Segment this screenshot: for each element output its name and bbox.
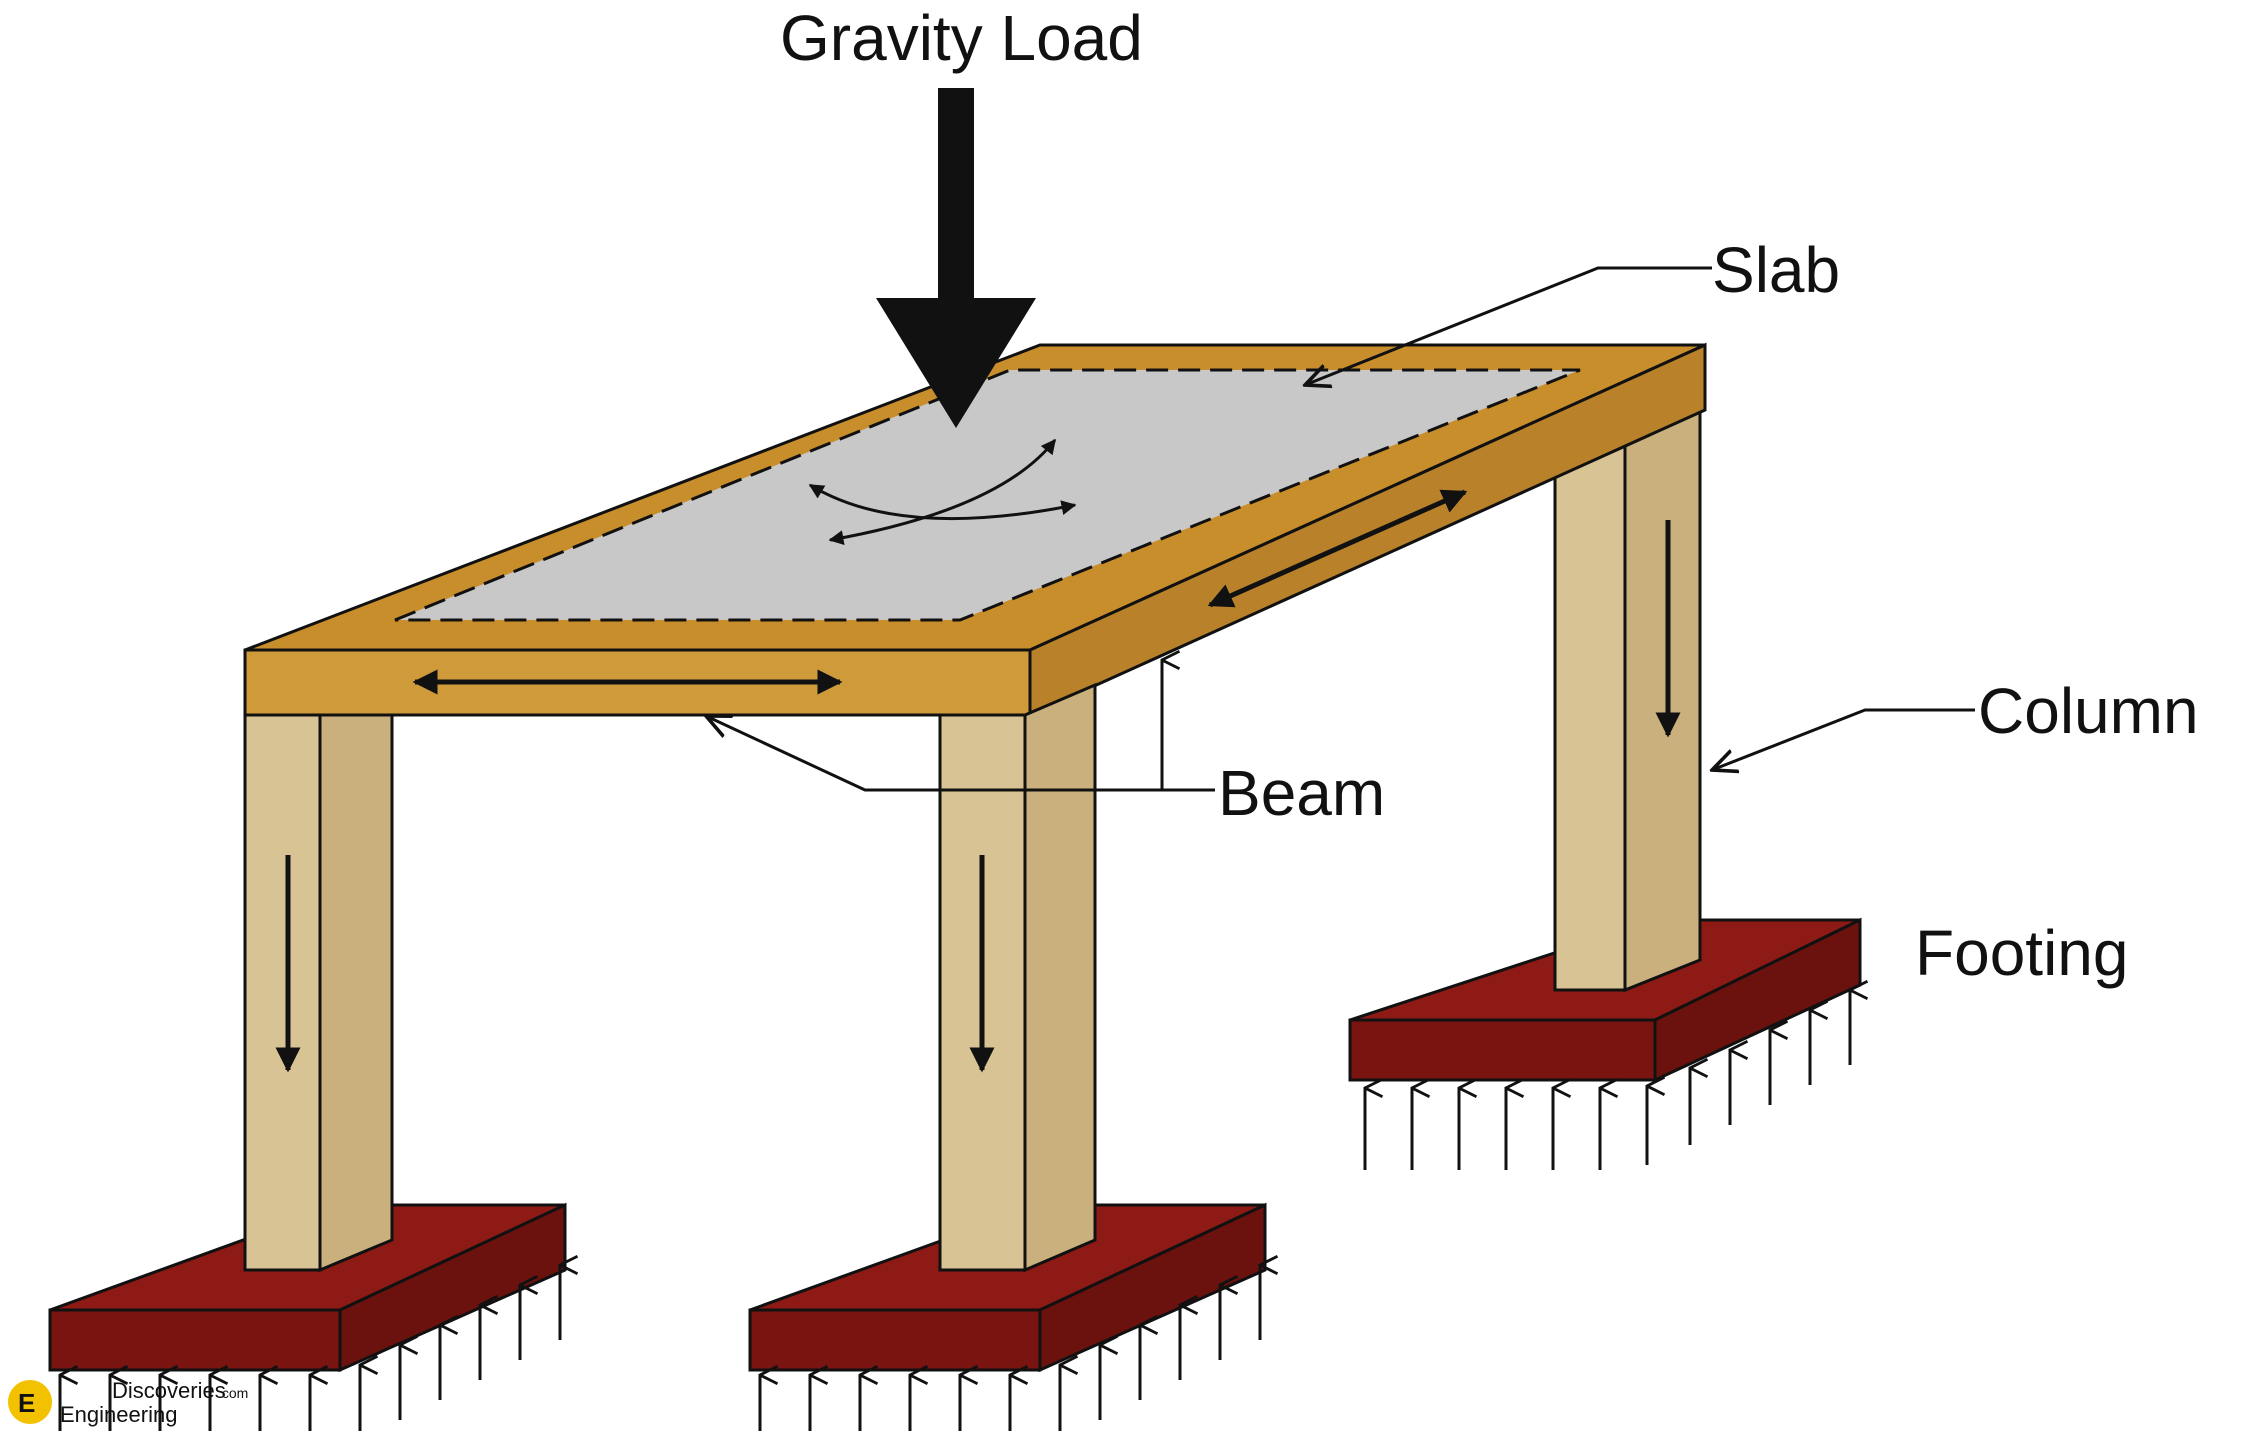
watermark-suffix: .com xyxy=(218,1385,248,1401)
svg-text:E: E xyxy=(18,1388,35,1418)
beam-side-double-arrow xyxy=(1207,489,1468,608)
footing-reaction-arrows-back-right xyxy=(1365,990,1850,1170)
column-leader xyxy=(1712,708,1975,770)
beam-arrows xyxy=(412,489,1468,695)
footing-reaction-arrows-front-middle xyxy=(760,1265,1260,1431)
watermark-logo-icon xyxy=(8,1380,52,1424)
beam-leader-front xyxy=(706,716,1215,792)
watermark: E Discoveries .com Engineering xyxy=(8,1378,248,1427)
column-front-left xyxy=(243,713,394,1273)
slab-label: Slab xyxy=(1712,234,1840,306)
beam-label: Beam xyxy=(1218,757,1385,829)
column-back-right xyxy=(1553,382,1702,993)
footing-reaction-arrows-front-left xyxy=(60,1265,560,1431)
column-label: Column xyxy=(1978,675,2199,747)
watermark-line1: Discoveries xyxy=(112,1378,226,1403)
slab-leader xyxy=(1305,266,1712,385)
watermark-line2: Engineering xyxy=(60,1402,177,1427)
footing-label: Footing xyxy=(1915,917,2128,989)
slab-two-way-arrows xyxy=(808,438,1077,546)
leader-lines xyxy=(706,266,1975,792)
gravity-load-arrow xyxy=(876,88,1036,428)
gravity-load-label: Gravity Load xyxy=(780,2,1143,74)
column-front-middle xyxy=(938,682,1097,1273)
